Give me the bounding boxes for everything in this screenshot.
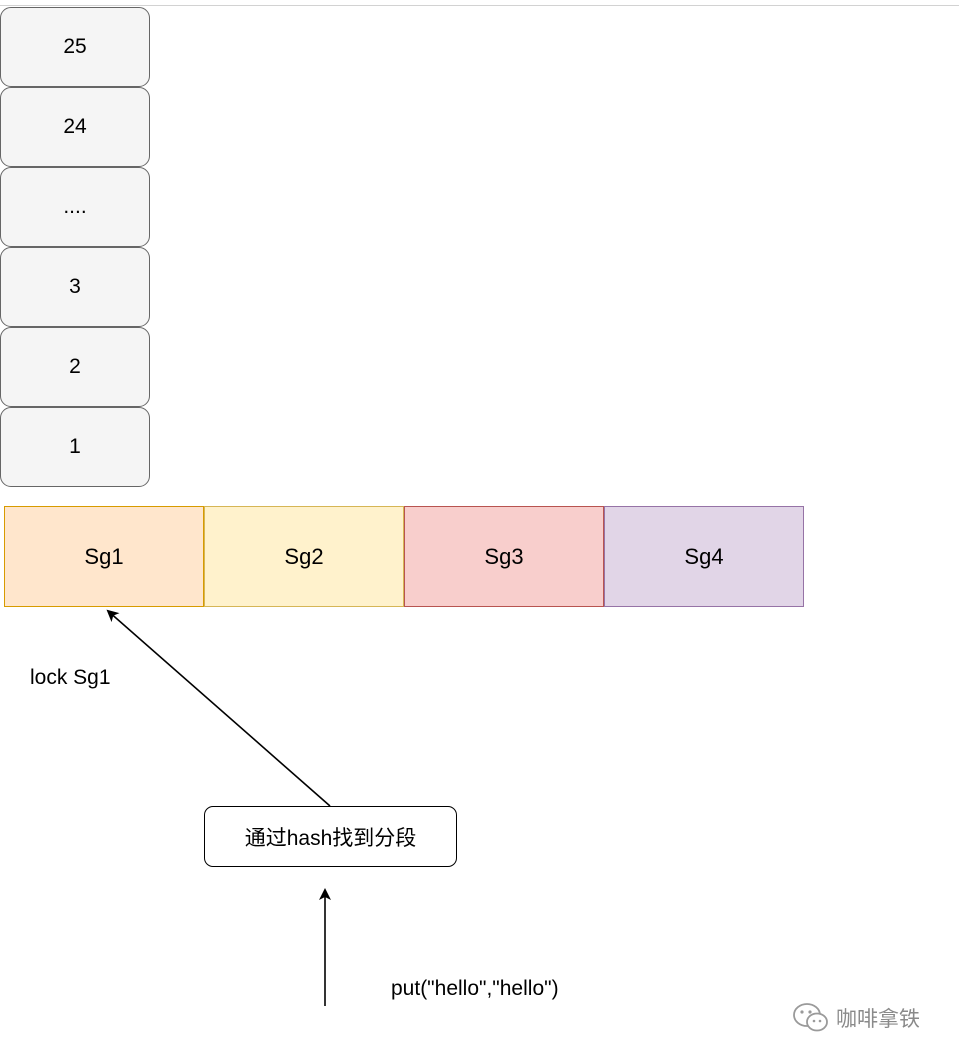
stack-cell: 25 bbox=[0, 7, 150, 87]
top-divider bbox=[0, 5, 959, 6]
segment-sg3: Sg3 bbox=[404, 506, 604, 607]
hash-step-box: 通过hash找到分段 bbox=[204, 806, 457, 867]
segment-sg2: Sg2 bbox=[204, 506, 404, 607]
stack-cell: 3 bbox=[0, 247, 150, 327]
segment-sg4: Sg4 bbox=[604, 506, 804, 607]
watermark-text: 咖啡拿铁 bbox=[836, 1008, 920, 1031]
stack-cell: .... bbox=[0, 167, 150, 247]
segment-row: Sg1 Sg2 Sg3 Sg4 bbox=[4, 506, 806, 607]
segment-sg1: Sg1 bbox=[4, 506, 204, 607]
arrow-hash-to-sg1 bbox=[106, 609, 331, 807]
watermark: 咖啡拿铁 bbox=[792, 1000, 920, 1036]
lock-label: lock Sg1 bbox=[30, 666, 111, 689]
hash-step-label: 通过hash找到分段 bbox=[244, 826, 417, 850]
stack-cell: 2 bbox=[0, 327, 150, 407]
stack-cell: 24 bbox=[0, 87, 150, 167]
stack-cell: 1 bbox=[0, 407, 150, 487]
wechat-icon bbox=[793, 1003, 828, 1032]
put-call-label: put("hello","hello") bbox=[391, 977, 559, 1000]
